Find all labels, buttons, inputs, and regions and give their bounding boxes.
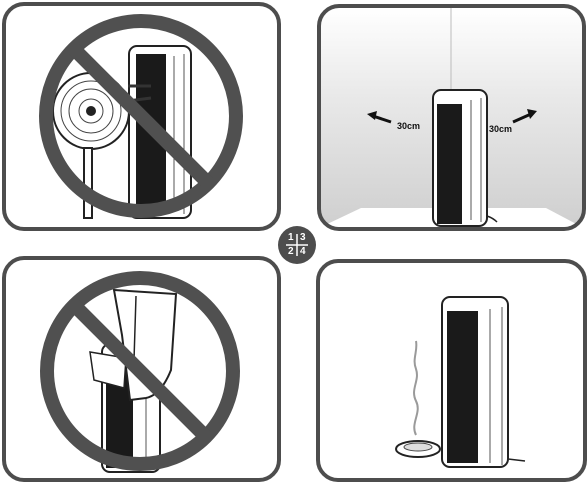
panel-clearance: 30cm 30cm	[317, 4, 586, 231]
purifier-grille	[437, 104, 462, 224]
panel-order-badge: 1 3 2 4	[278, 226, 316, 264]
panel-no-fan	[2, 2, 281, 231]
no-fan-illustration	[6, 6, 277, 227]
order-number-1: 1	[288, 232, 294, 243]
order-number-3: 3	[300, 232, 306, 243]
panel-no-covering	[2, 256, 281, 482]
purifier-grille	[447, 311, 478, 463]
right-clearance-label: 30cm	[489, 124, 512, 134]
left-clearance-label: 30cm	[397, 121, 420, 131]
no-covering-illustration	[6, 260, 277, 478]
left-arrow-icon	[373, 116, 391, 122]
right-arrow-icon	[513, 114, 531, 122]
smoke-icon	[414, 341, 418, 435]
order-number-2: 2	[288, 246, 294, 257]
fan-stand	[84, 148, 92, 218]
clearance-illustration	[321, 8, 582, 227]
order-number-4: 4	[300, 246, 306, 257]
smoke-source-illustration	[320, 263, 583, 478]
panel-smoke-source	[316, 259, 587, 482]
